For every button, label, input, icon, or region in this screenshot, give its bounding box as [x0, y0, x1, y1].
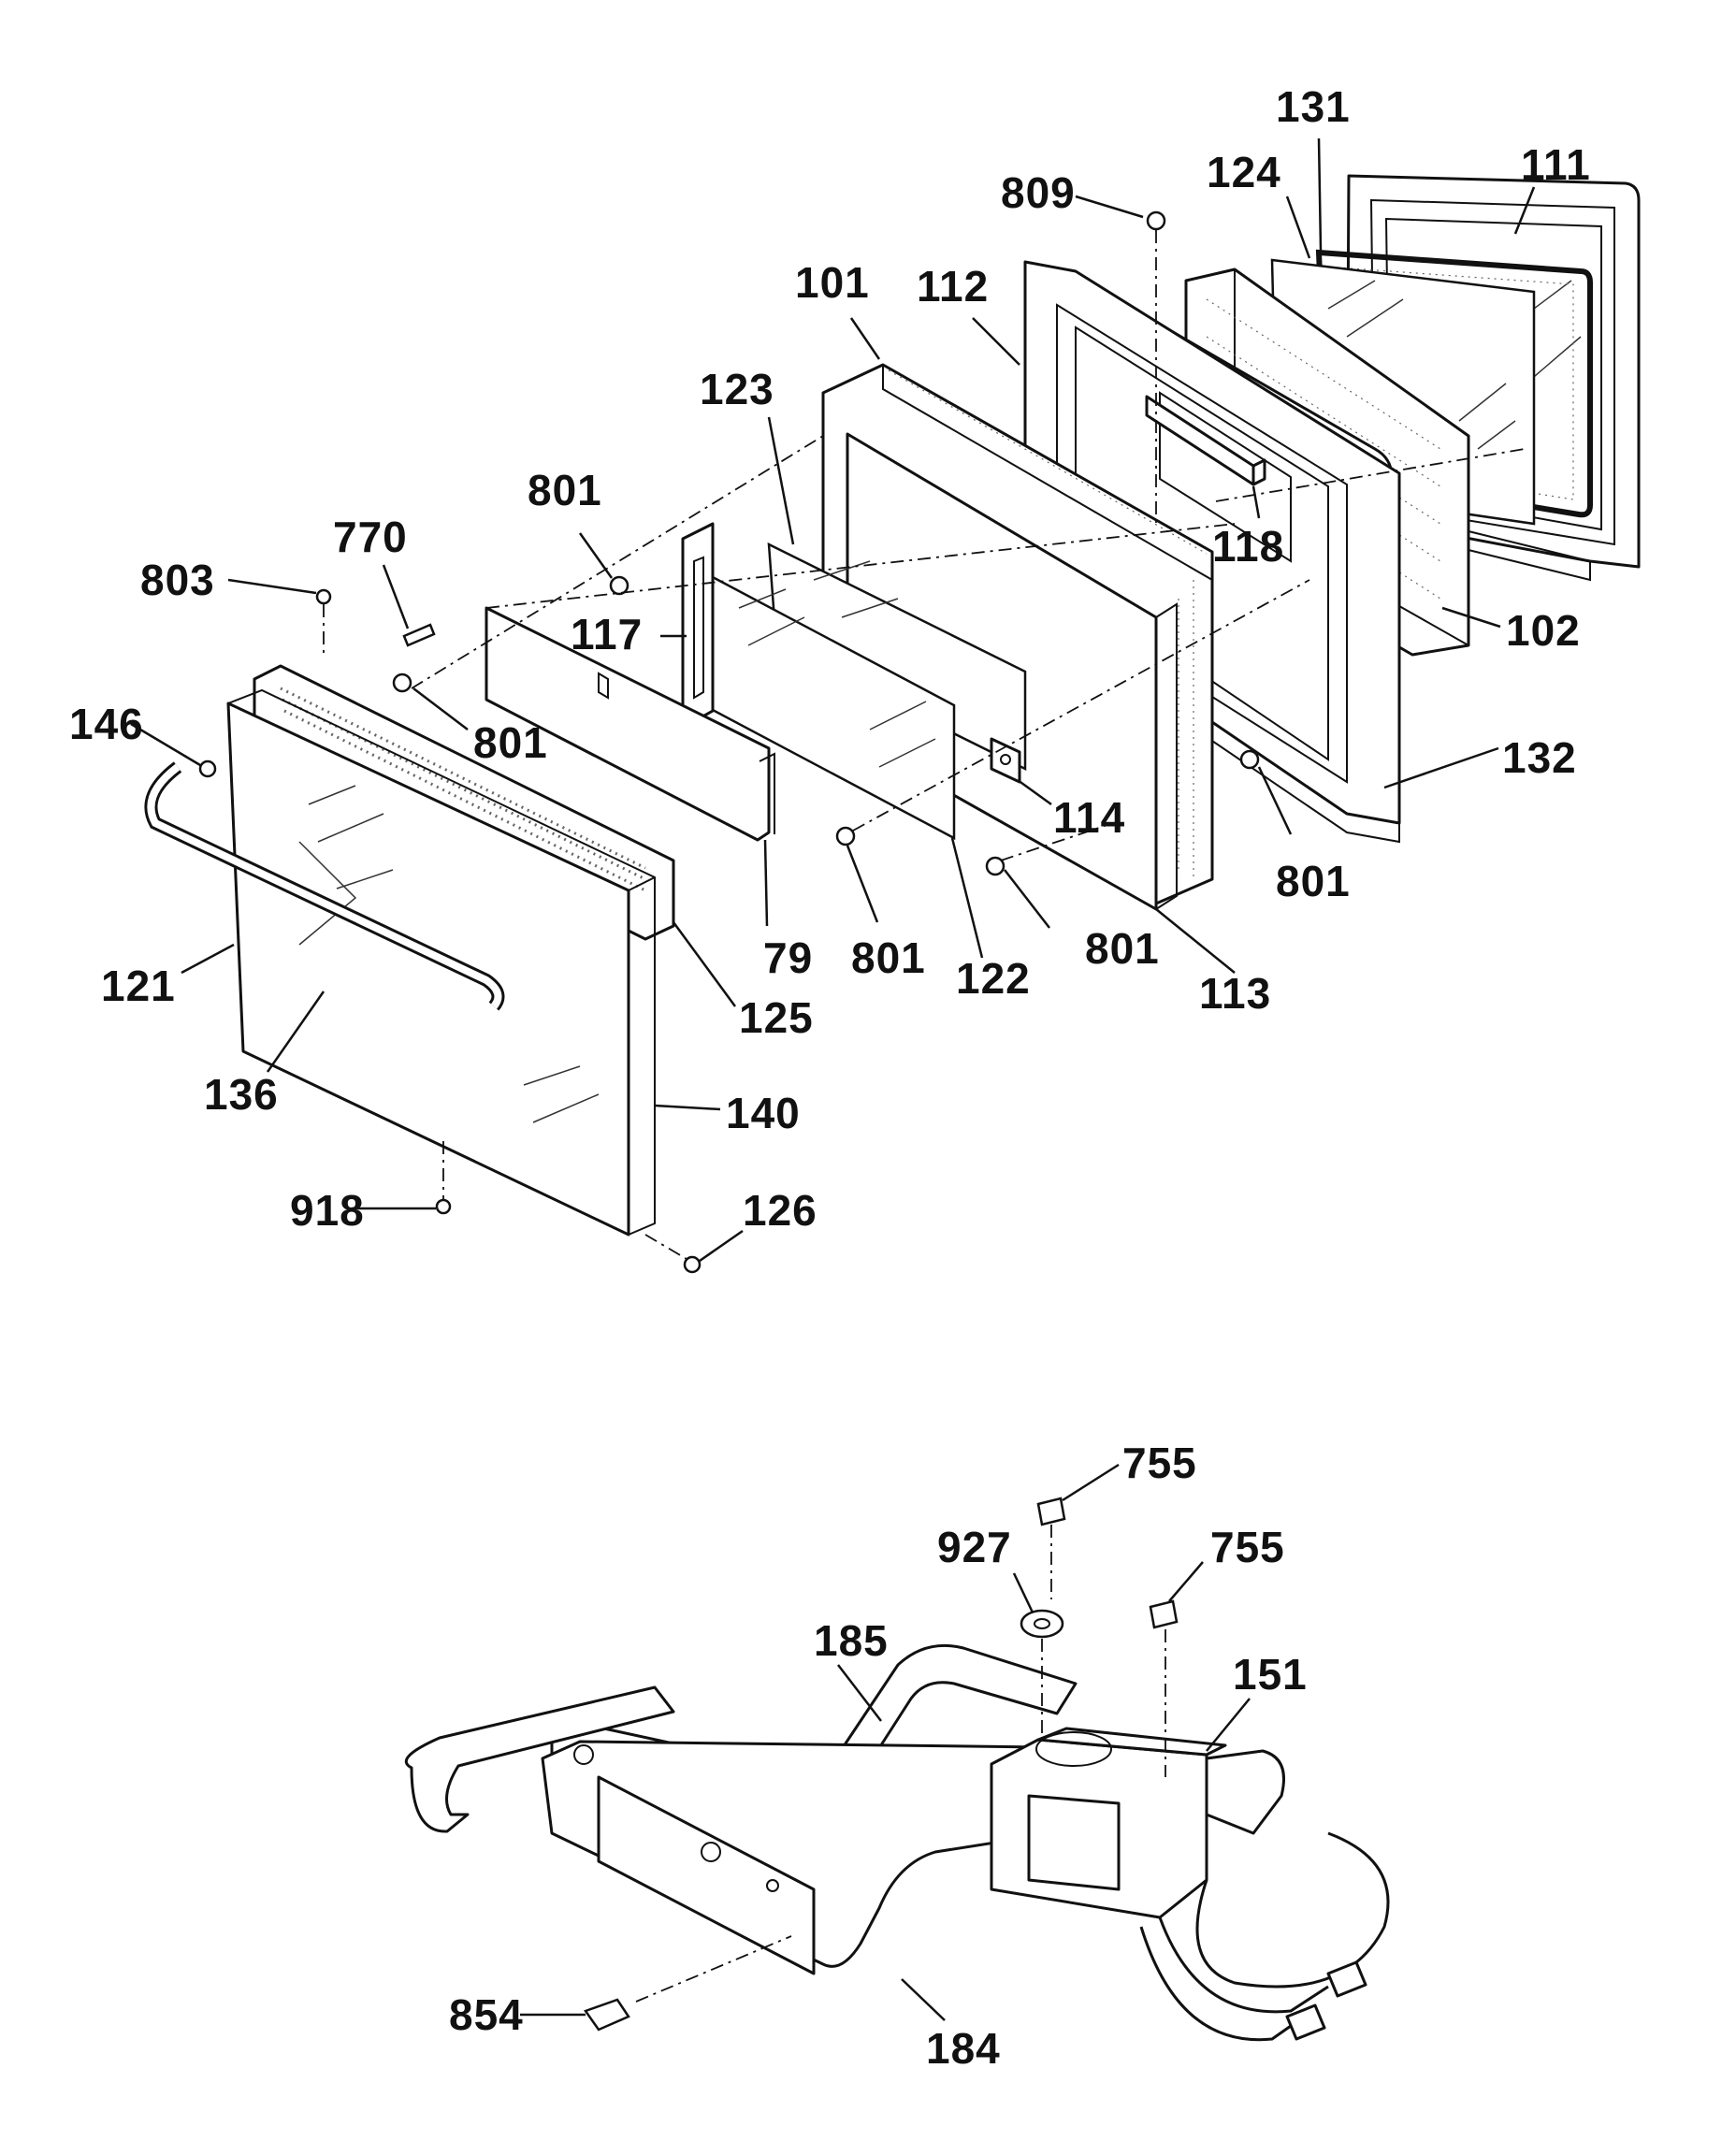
- screw-755-a: [1036, 1497, 1066, 1526]
- label-123: 123: [700, 365, 774, 413]
- label-117: 117: [571, 610, 643, 658]
- label-131: 131: [1276, 82, 1351, 131]
- label-801-c: 801: [1276, 857, 1351, 905]
- part-79-shield: [485, 606, 775, 842]
- label-113: 113: [1199, 969, 1271, 1018]
- part-140-door-front: [226, 688, 656, 1237]
- label-801-d: 801: [851, 933, 926, 982]
- label-801-a: 801: [528, 466, 602, 514]
- label-146: 146: [69, 700, 144, 748]
- label-184: 184: [926, 2024, 1001, 2073]
- label-118: 118: [1212, 522, 1284, 571]
- screw-801-b: [392, 673, 412, 693]
- screw-801-e: [985, 856, 1005, 876]
- part-136-handle: [144, 761, 505, 1011]
- label-112: 112: [917, 262, 989, 311]
- label-801-e: 801: [1085, 924, 1160, 973]
- label-151: 151: [1233, 1650, 1308, 1699]
- screw-755-b: [1149, 1599, 1179, 1629]
- part-118-bracket: [1145, 395, 1266, 486]
- label-114: 114: [1053, 793, 1125, 842]
- lock-wiring: [1139, 1831, 1390, 2042]
- label-927: 927: [937, 1523, 1012, 1571]
- cap-126: [683, 1255, 702, 1274]
- label-918: 918: [290, 1186, 365, 1235]
- washer-927: [1020, 1609, 1064, 1639]
- door-fasteners: [198, 210, 1260, 1274]
- label-122: 122: [956, 954, 1031, 1003]
- label-801-b: 801: [473, 718, 548, 767]
- label-803: 803: [140, 556, 215, 604]
- label-854: 854: [449, 1990, 524, 2039]
- screw-803: [315, 588, 332, 605]
- part-labels: 131 111 124 809 112 101 123 801 770 803 …: [69, 82, 1591, 2073]
- label-809: 809: [1001, 168, 1076, 217]
- leader-lines: [130, 137, 1536, 2021]
- label-79: 79: [763, 933, 813, 982]
- label-770: 770: [333, 513, 408, 561]
- part-151-lock-motor: [990, 1727, 1285, 1919]
- label-136: 136: [204, 1070, 279, 1119]
- screw-809: [1146, 210, 1166, 231]
- label-101: 101: [795, 258, 870, 307]
- label-140: 140: [726, 1089, 801, 1137]
- screw-770: [402, 623, 436, 647]
- lock-fasteners: [584, 1497, 1179, 2032]
- label-111: 111: [1521, 140, 1591, 189]
- label-124: 124: [1207, 148, 1281, 196]
- part-117-bracket: [681, 522, 715, 730]
- screw-146: [198, 759, 217, 778]
- screw-918: [435, 1198, 452, 1215]
- label-755-b: 755: [1210, 1523, 1285, 1571]
- label-755-a: 755: [1122, 1439, 1197, 1487]
- lock-alignment-lines: [635, 1525, 1166, 2003]
- label-132: 132: [1502, 733, 1577, 782]
- label-125: 125: [739, 993, 814, 1042]
- label-126: 126: [743, 1186, 817, 1235]
- door-alignment-lines: [323, 230, 1526, 1260]
- label-121: 121: [101, 962, 176, 1010]
- label-185: 185: [814, 1616, 889, 1665]
- screw-854: [584, 1998, 630, 2032]
- screw-801-d: [835, 826, 856, 846]
- screw-801-c: [1239, 749, 1260, 770]
- label-102: 102: [1506, 606, 1581, 655]
- screw-801-a: [609, 575, 629, 596]
